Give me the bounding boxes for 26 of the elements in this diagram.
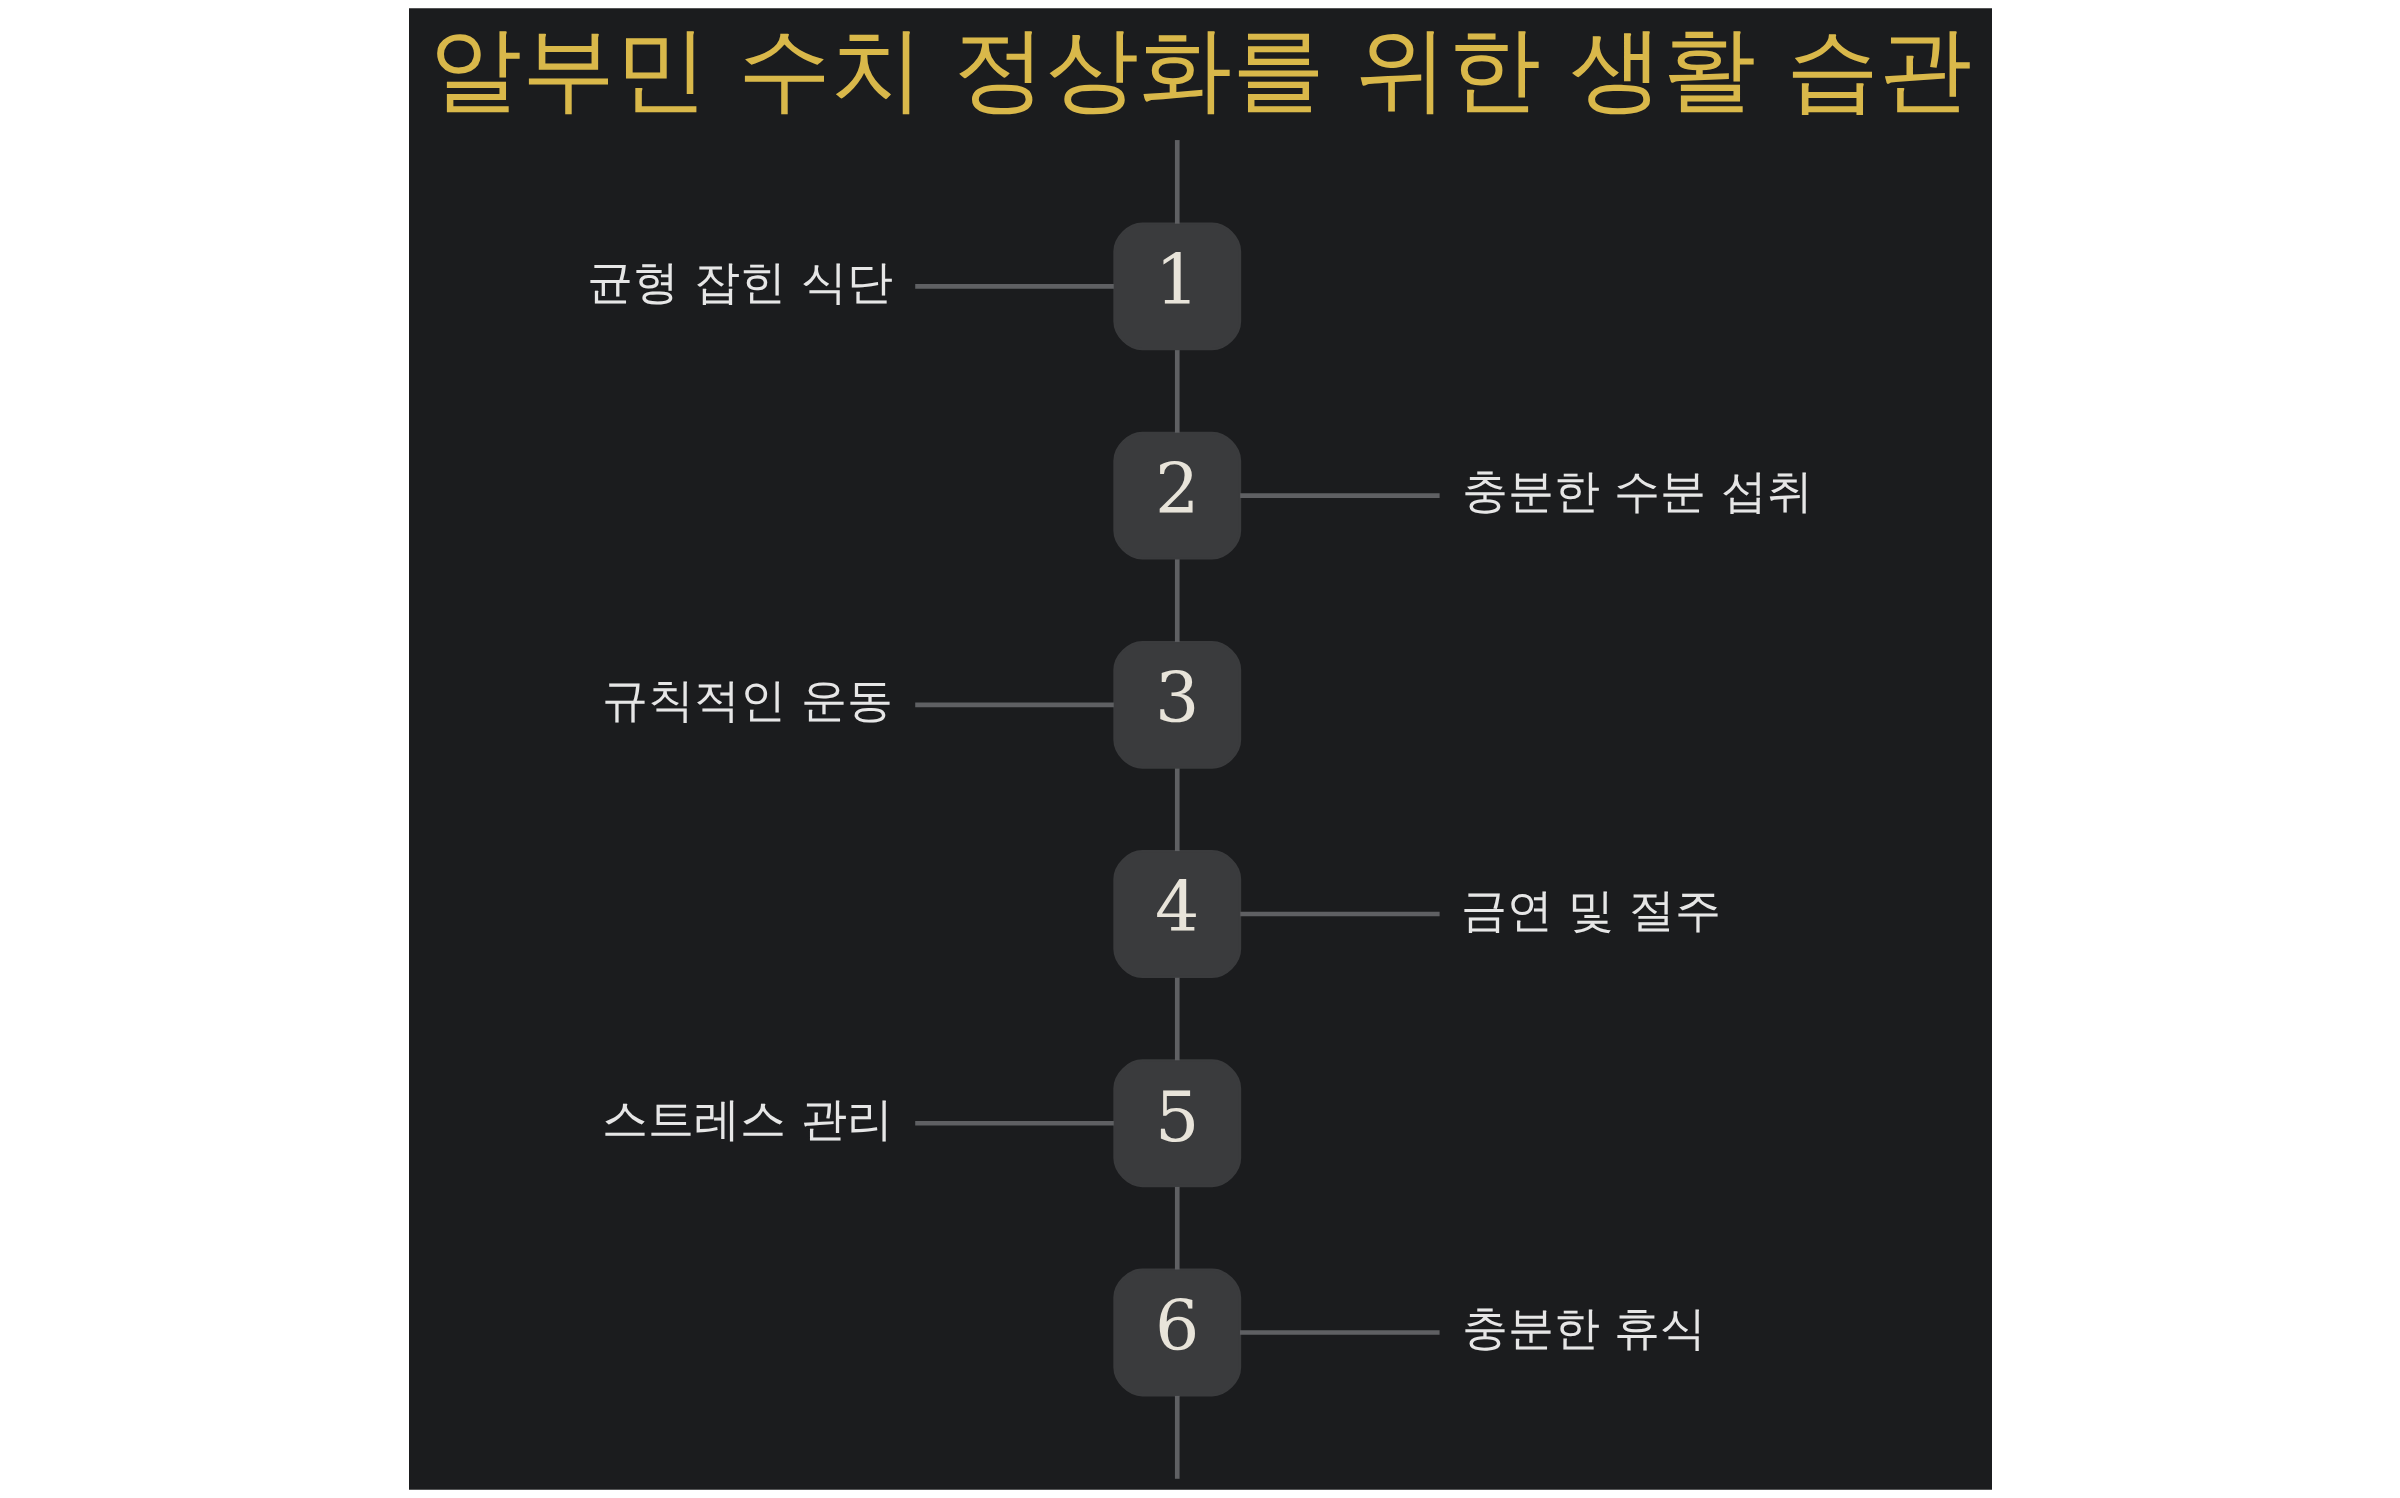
node-box: 2 bbox=[1112, 431, 1241, 560]
connector bbox=[914, 702, 1114, 708]
diagram-title: 알부민 수치 정상화를 위한 생활 습관 bbox=[428, 15, 1972, 124]
node-box: 3 bbox=[1112, 640, 1241, 769]
node-text: 규칙적인 운동 bbox=[601, 673, 893, 728]
connector bbox=[1174, 1186, 1180, 1270]
connector bbox=[914, 284, 1114, 289]
node-box: 5 bbox=[1112, 1059, 1241, 1188]
connector bbox=[914, 1120, 1114, 1126]
connector bbox=[1239, 1330, 1440, 1335]
node-box: 6 bbox=[1112, 1268, 1241, 1397]
connector bbox=[1174, 140, 1180, 224]
connector bbox=[1174, 768, 1180, 852]
node-text: 균형 잡힌 식단 bbox=[586, 255, 893, 310]
node-box: 1 bbox=[1112, 222, 1241, 351]
node-text: 충분한 휴식 bbox=[1461, 1301, 1706, 1356]
connector bbox=[1239, 493, 1440, 498]
connector bbox=[1174, 1395, 1180, 1479]
connector bbox=[1239, 911, 1440, 917]
node-text: 스트레스 관리 bbox=[601, 1091, 893, 1146]
node-box: 4 bbox=[1112, 850, 1241, 978]
connector bbox=[1174, 350, 1180, 433]
connector bbox=[1174, 977, 1180, 1061]
connector bbox=[1174, 559, 1180, 642]
node-text: 충분한 수분 섭취 bbox=[1461, 464, 1813, 519]
node-text: 금연 및 절주 bbox=[1460, 882, 1721, 937]
